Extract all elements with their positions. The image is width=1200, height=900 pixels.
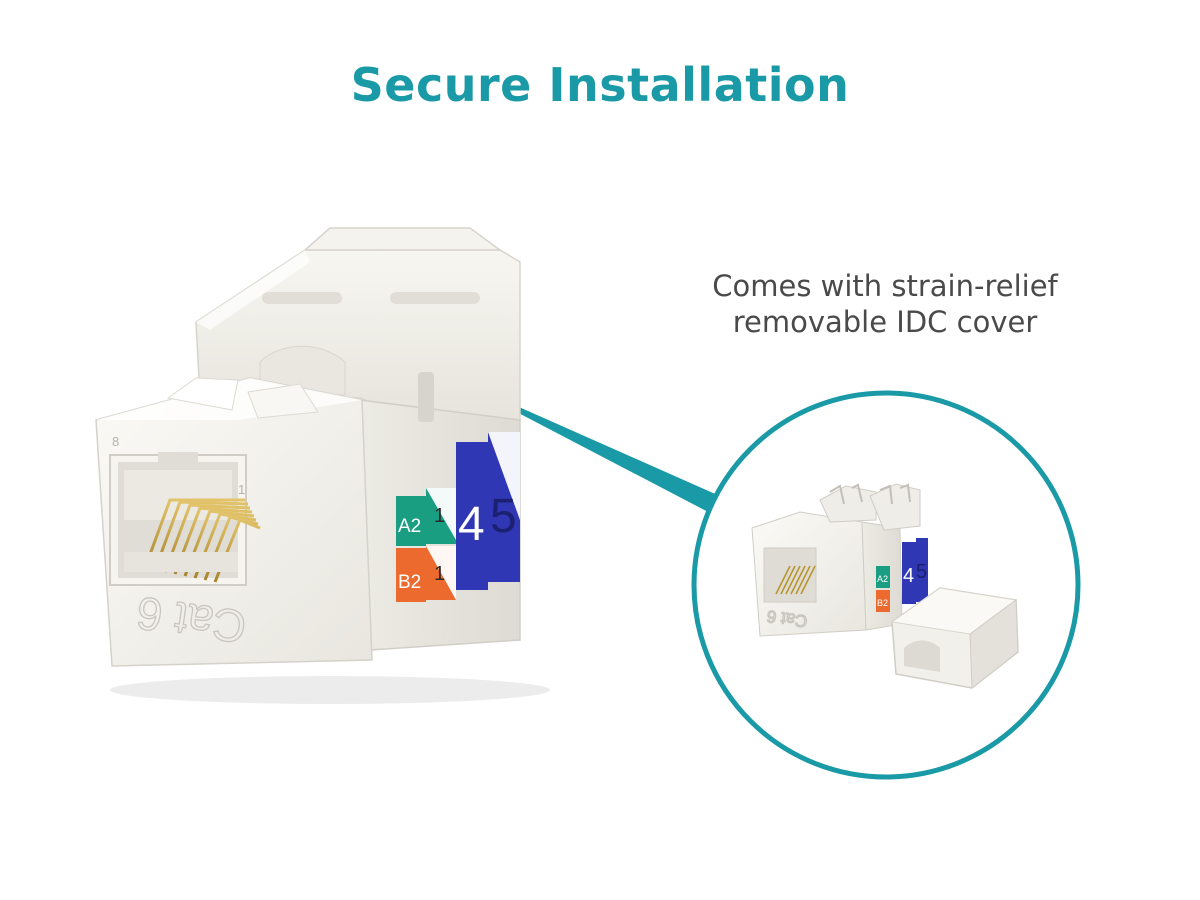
inset-detail: Cat 6 A2 B2 4 5 [691, 390, 1081, 780]
keystone-jack: 8 1 Cat 6 A2 B2 1 1 4 5 [95, 227, 550, 704]
label-5: 5 [490, 490, 517, 543]
wiring-labels: A2 B2 1 1 4 5 [396, 432, 520, 602]
feature-caption: Comes with strain-relief removable IDC c… [650, 268, 1120, 340]
inset-label-5: 5 [916, 561, 927, 583]
rj45-port [109, 452, 261, 586]
pin-1-marker: 1 [238, 482, 245, 497]
label-4: 4 [458, 498, 485, 551]
idc-cover [890, 587, 1019, 689]
caption-line-2: removable IDC cover [732, 305, 1038, 339]
label-1-top: 1 [434, 505, 445, 527]
label-1-bottom: 1 [434, 563, 445, 585]
inset-label-4: 4 [903, 565, 914, 587]
inset-label-a2: A2 [877, 574, 888, 584]
label-b2: B2 [398, 572, 421, 593]
pin-8-marker: 8 [112, 434, 119, 449]
page-title: Secure Installation [350, 58, 850, 112]
label-a2: A2 [398, 516, 421, 537]
inset-label-b2: B2 [877, 598, 888, 608]
caption-line-1: Comes with strain-relief [712, 269, 1058, 303]
